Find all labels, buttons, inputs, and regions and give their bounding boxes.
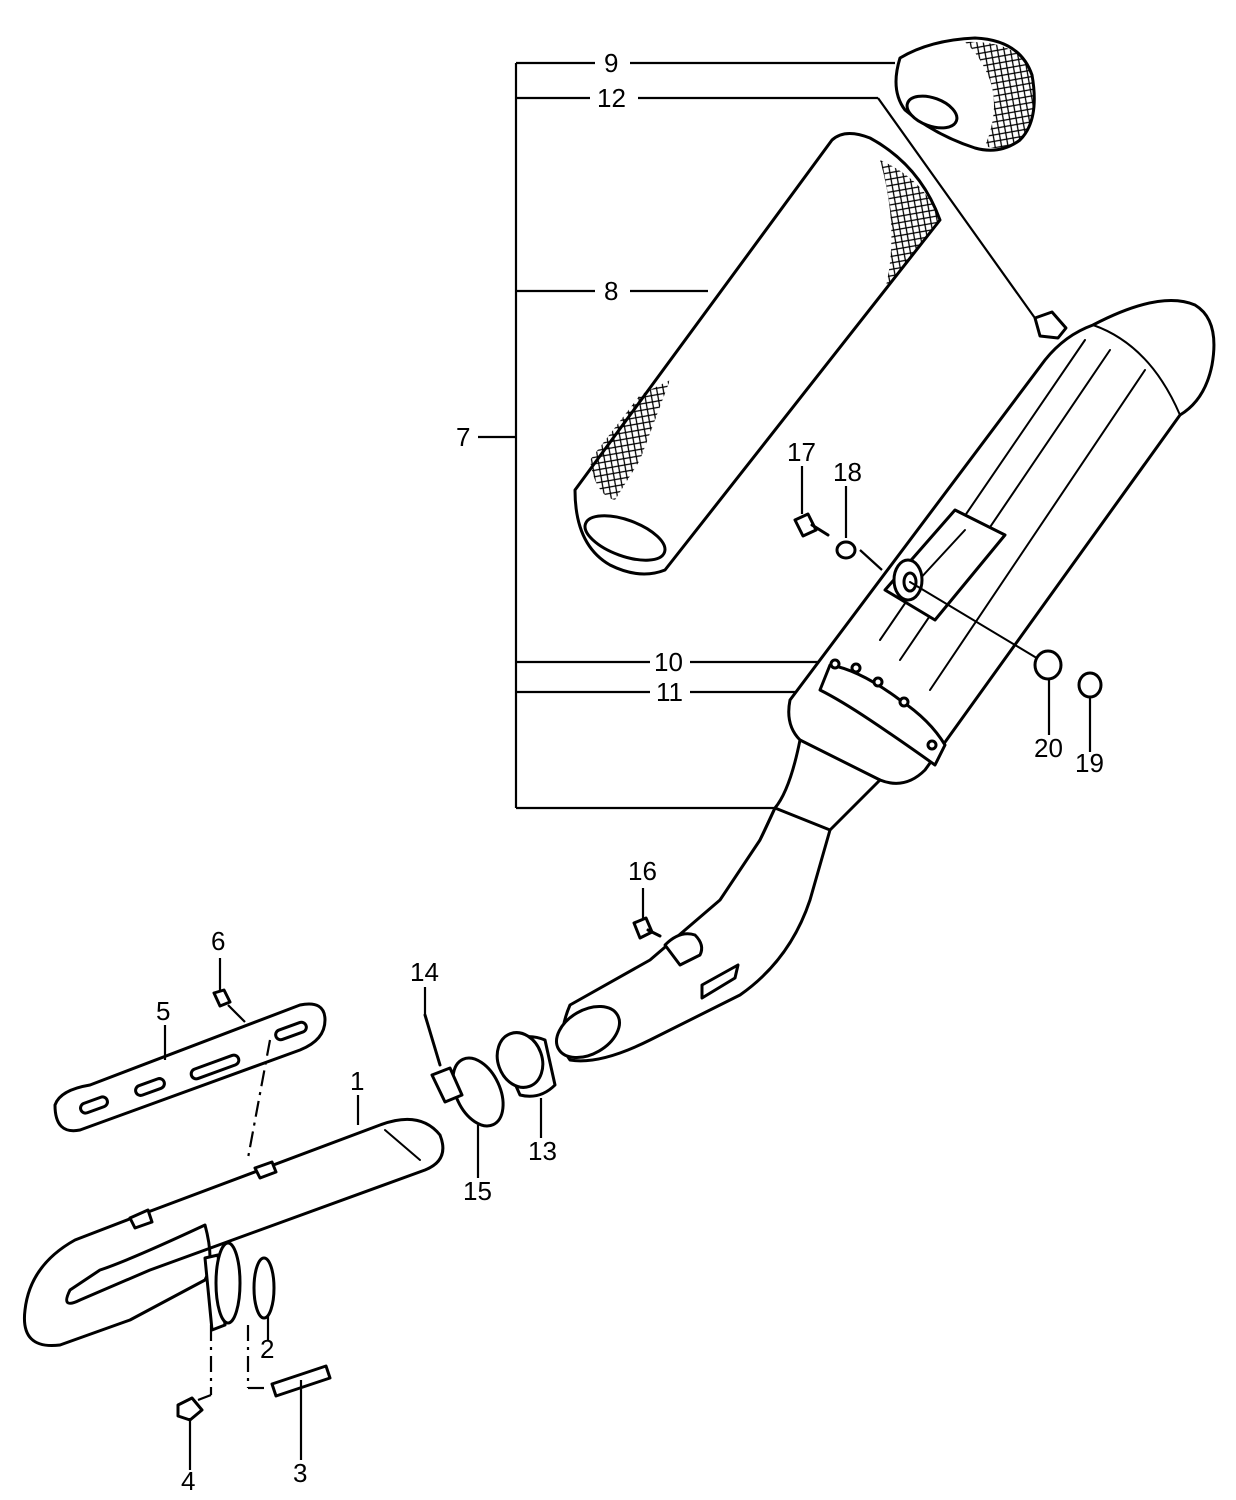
callout-7: 7 xyxy=(456,422,470,452)
callout-19: 19 xyxy=(1075,748,1104,778)
callout-4: 4 xyxy=(181,1466,195,1496)
callout-5: 5 xyxy=(156,996,170,1026)
callout-14: 14 xyxy=(410,957,439,987)
callout-8: 8 xyxy=(604,276,618,306)
callout-16: 16 xyxy=(628,856,657,886)
heat-shield xyxy=(53,988,327,1133)
clamp xyxy=(423,1013,505,1128)
silencer-body xyxy=(758,299,1216,842)
callout-15: 15 xyxy=(463,1176,492,1206)
callout-1: 1 xyxy=(350,1066,364,1096)
callout-17: 17 xyxy=(787,437,816,467)
leader-lines xyxy=(163,466,1092,1470)
callout-6: 6 xyxy=(211,926,225,956)
callout-10: 10 xyxy=(654,647,683,677)
callout-12: 12 xyxy=(597,83,626,113)
mid-pipe xyxy=(555,806,832,1063)
exhaust-header xyxy=(22,1117,445,1348)
callout-2: 2 xyxy=(260,1334,274,1364)
gasket-sleeve xyxy=(495,1031,557,1098)
bolt-16 xyxy=(632,916,662,940)
silencer-cover xyxy=(573,132,942,576)
callout-13: 13 xyxy=(528,1136,557,1166)
stud-and-nut xyxy=(176,1325,332,1422)
callout-20: 20 xyxy=(1034,733,1063,763)
mount-hardware xyxy=(793,512,1103,699)
end-cap-cover xyxy=(894,36,1036,152)
callout-3: 3 xyxy=(293,1458,307,1488)
callout-11: 11 xyxy=(656,677,683,707)
callout-18: 18 xyxy=(833,457,862,487)
bolt-12 xyxy=(1033,310,1068,340)
callout-labels: 1 2 3 4 5 6 7 8 9 10 11 12 13 14 15 16 1… xyxy=(156,48,1104,1496)
callout-9: 9 xyxy=(604,48,618,78)
